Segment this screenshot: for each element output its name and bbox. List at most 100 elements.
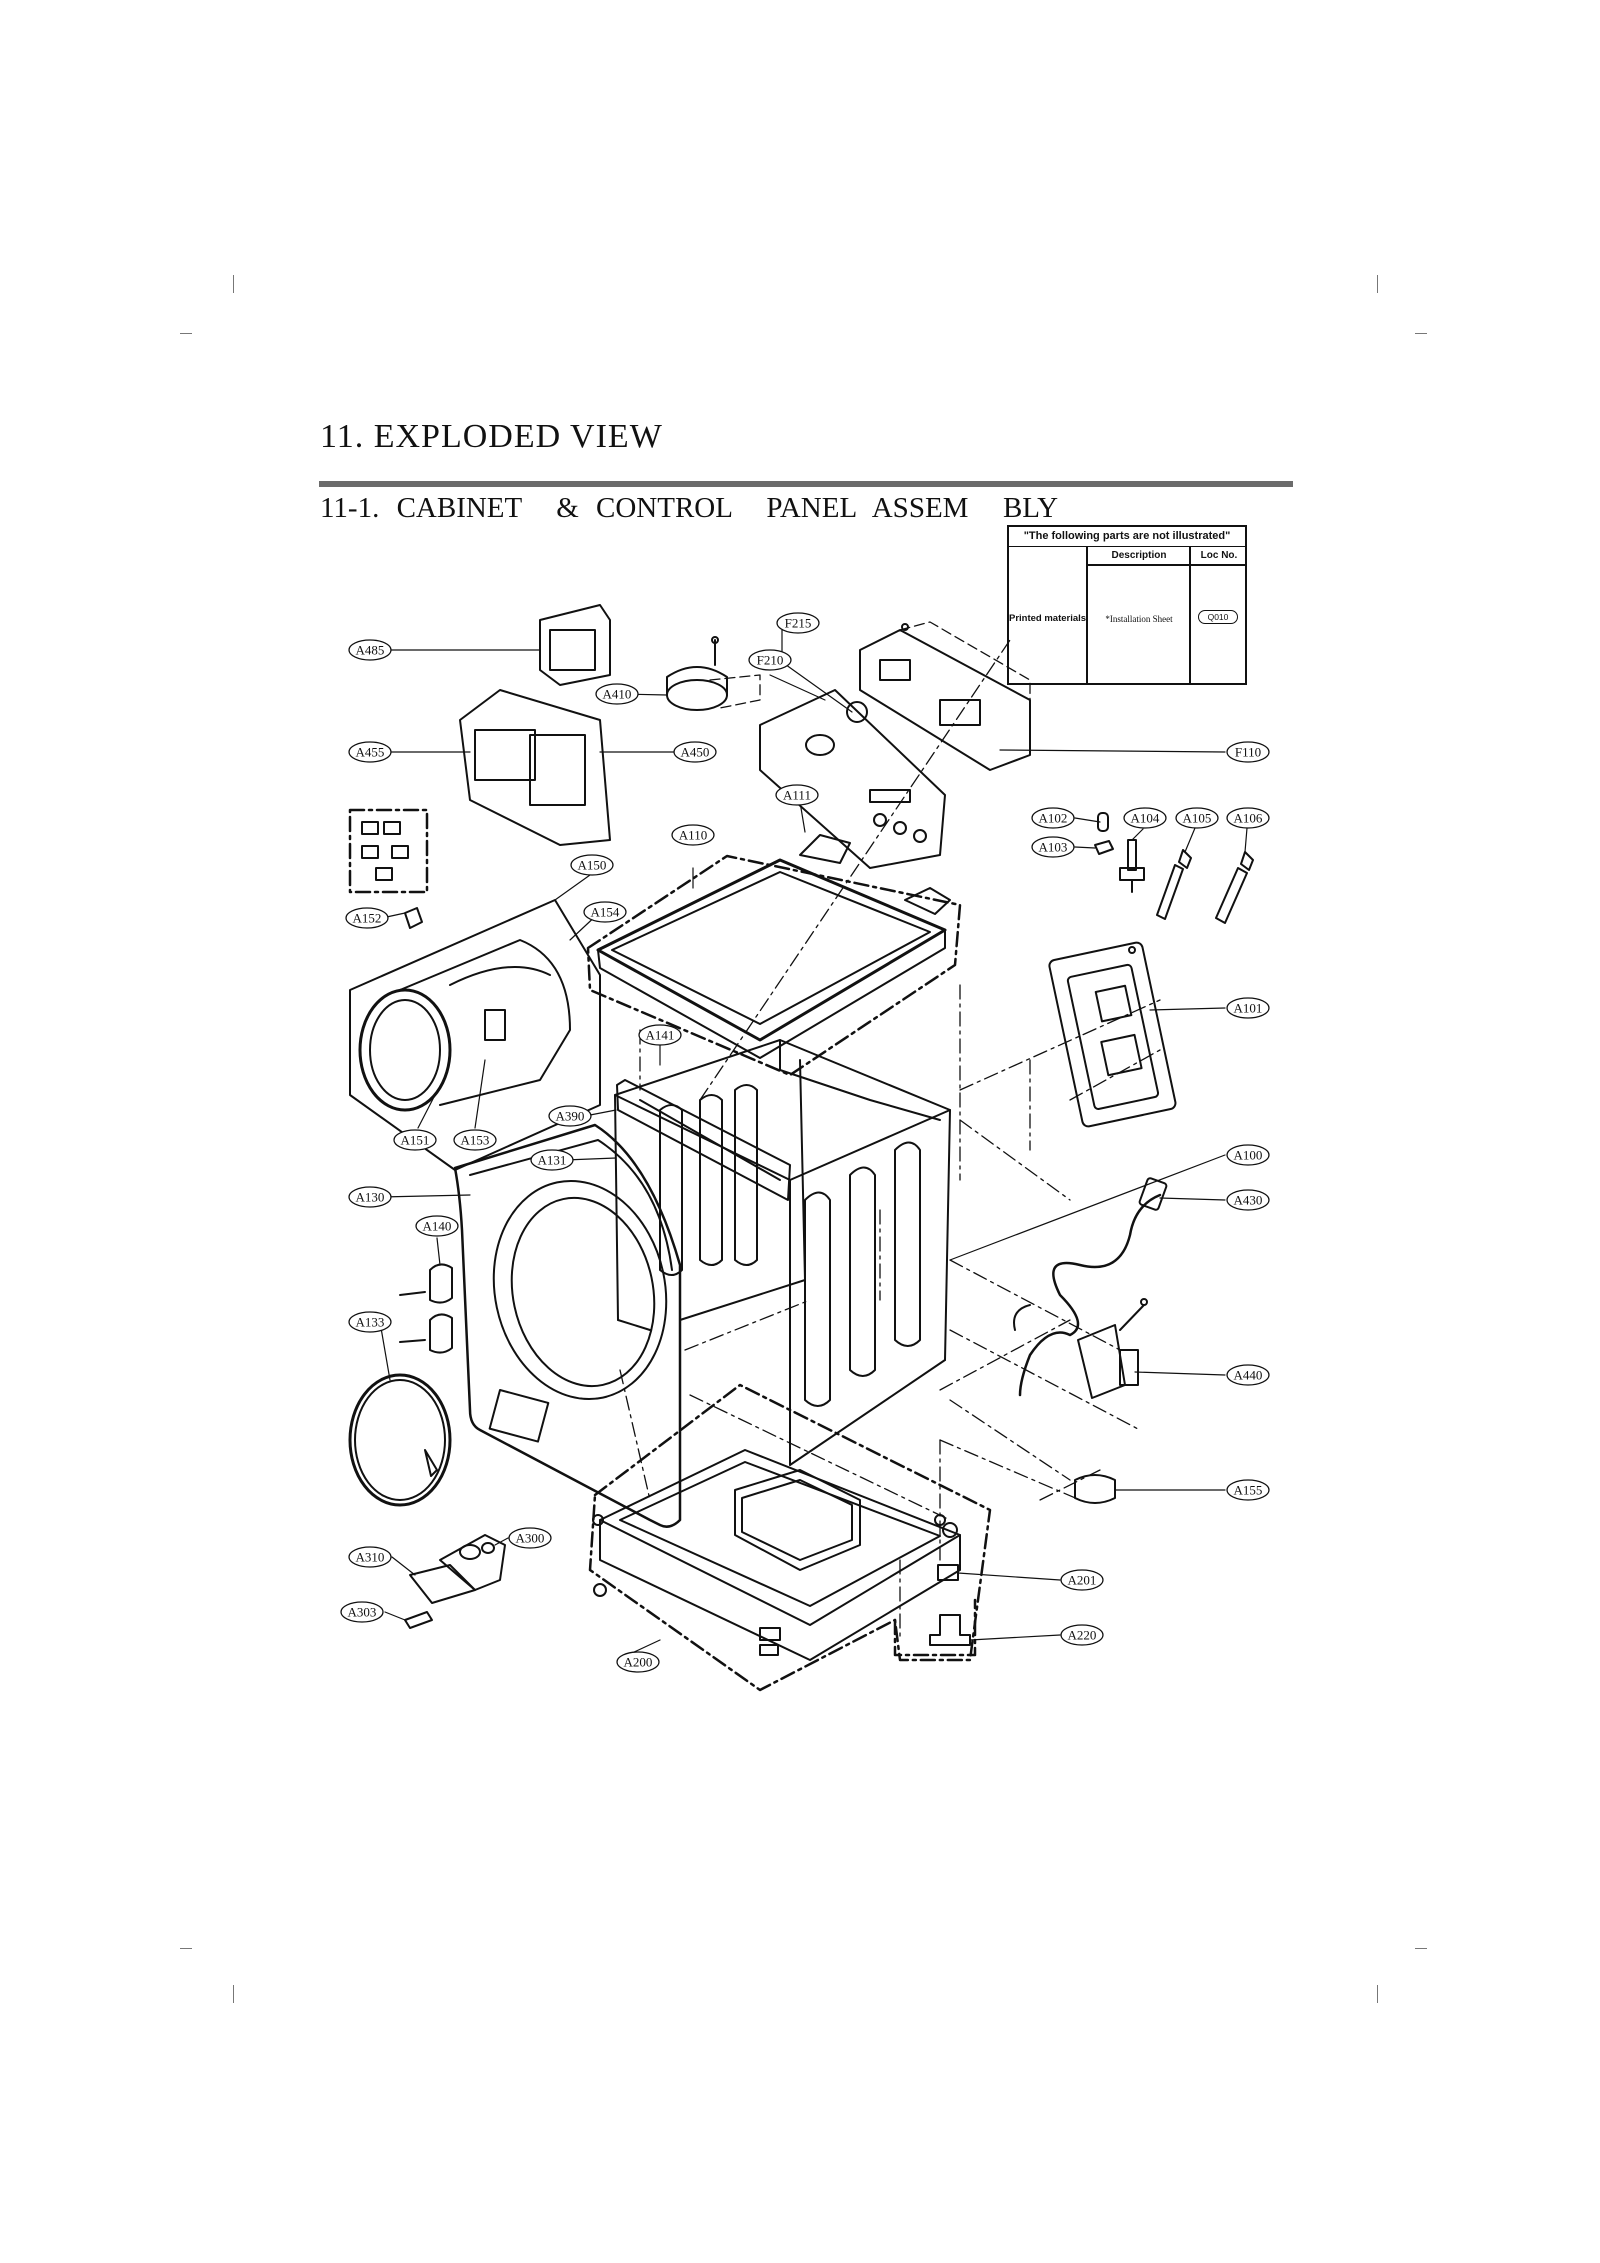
front-panel [453, 1123, 682, 1528]
crop-mark [180, 333, 192, 334]
callout-a200: A200 [616, 1651, 660, 1673]
callout-label: A106 [1234, 811, 1263, 826]
callout-a154: A154 [583, 901, 627, 923]
callout-a310: A310 [348, 1546, 392, 1568]
callout-f215: F215 [776, 612, 820, 634]
power-cord [1018, 1193, 1162, 1397]
cabinet-body [614, 1039, 951, 1181]
base-group-box [588, 1383, 992, 1692]
crop-mark [180, 1948, 192, 1949]
callout-label: A101 [1234, 1001, 1263, 1016]
crop-mark [233, 275, 234, 293]
callout-bubble [583, 901, 627, 923]
callout-a101: A101 [1226, 997, 1270, 1019]
part-a104 [1119, 839, 1145, 893]
callout-label: A100 [1234, 1148, 1263, 1163]
callout-bubble [1031, 807, 1075, 829]
callout-a410: A410 [595, 683, 639, 705]
callout-bubble [348, 1186, 392, 1208]
callout-bubble [348, 741, 392, 763]
callout-a140: A140 [415, 1215, 459, 1237]
heading-rule [319, 481, 1293, 487]
crop-mark [1377, 275, 1378, 293]
callout-label: F110 [1235, 745, 1261, 760]
row-loc: Q010 [1198, 610, 1238, 624]
callout-bubble [1123, 807, 1167, 829]
callout-a133: A133 [348, 1311, 392, 1333]
callout-label: A131 [538, 1153, 567, 1168]
callout-a151: A151 [393, 1129, 437, 1151]
section-heading: 11-1. CABINET & CONTROL PANEL ASSEM BLY [320, 492, 1059, 524]
crop-mark [1415, 1948, 1427, 1949]
callout-label: F210 [757, 653, 784, 668]
callout-a111: A111 [775, 784, 819, 806]
heater-duct [459, 689, 611, 846]
callout-a106: A106 [1226, 807, 1270, 829]
callout-a485: A485 [348, 639, 392, 661]
small-parts-box [348, 808, 429, 894]
callout-bubble [1226, 1189, 1270, 1211]
callout-bubble [673, 741, 717, 763]
callout-bubble [595, 683, 639, 705]
callout-a153: A153 [453, 1129, 497, 1151]
callout-a300: A300 [508, 1527, 552, 1549]
callout-label: A410 [603, 687, 632, 702]
callout-a103: A103 [1031, 836, 1075, 858]
callout-a155: A155 [1226, 1479, 1270, 1501]
callout-bubble [348, 1311, 392, 1333]
rear-cover [1048, 941, 1177, 1128]
callout-a455: A455 [348, 741, 392, 763]
callout-label: A200 [624, 1655, 653, 1670]
table-divider [1086, 546, 1088, 683]
callout-a130: A130 [348, 1186, 392, 1208]
tub-front [358, 988, 452, 1112]
part-a103 [1094, 840, 1114, 855]
callout-bubble [671, 824, 715, 846]
callout-bubble [348, 1546, 392, 1568]
callout-label: A220 [1068, 1628, 1097, 1643]
crop-mark [233, 1985, 234, 2003]
callout-a450: A450 [673, 741, 717, 763]
knob [846, 701, 868, 723]
callout-f210: F210 [748, 649, 792, 671]
callout-bubble [1226, 1479, 1270, 1501]
callout-bubble [570, 854, 614, 876]
callout-label: A300 [516, 1531, 545, 1546]
callout-bubble [530, 1149, 574, 1171]
part-a303 [404, 1611, 433, 1629]
callout-a220: A220 [1060, 1624, 1104, 1646]
callout-label: A152 [353, 911, 382, 926]
callout-bubble [345, 907, 389, 929]
col-description-header: Description [1111, 550, 1167, 561]
callout-a152: A152 [345, 907, 389, 929]
top-plate-clip [904, 887, 951, 915]
callout-label: A303 [348, 1605, 377, 1620]
callout-label: A133 [356, 1315, 385, 1330]
callout-label: A153 [461, 1133, 490, 1148]
callout-label: A430 [1234, 1193, 1263, 1208]
callout-label: A151 [401, 1133, 430, 1148]
callout-label: A130 [356, 1190, 385, 1205]
table-divider [1088, 564, 1245, 566]
callout-a100: A100 [1226, 1144, 1270, 1166]
cap-a155 [1074, 1474, 1116, 1504]
callout-bubble [1175, 807, 1219, 829]
drying-fan-housing [539, 604, 611, 686]
callout-bubble [1226, 1364, 1270, 1386]
callout-bubble [776, 612, 820, 634]
dispenser-drawer [439, 1534, 506, 1591]
callout-label: A150 [578, 858, 607, 873]
callout-label: A390 [556, 1109, 585, 1124]
callout-bubble [393, 1129, 437, 1151]
callout-bubble [1226, 1144, 1270, 1166]
callout-bubble [748, 649, 792, 671]
tub-clip [404, 907, 423, 929]
callout-a150: A150 [570, 854, 614, 876]
callout-bubble [616, 1651, 660, 1673]
callout-label: A485 [356, 643, 385, 658]
callout-label: A111 [783, 788, 811, 803]
callout-bubble [348, 639, 392, 661]
callout-a104: A104 [1123, 807, 1167, 829]
